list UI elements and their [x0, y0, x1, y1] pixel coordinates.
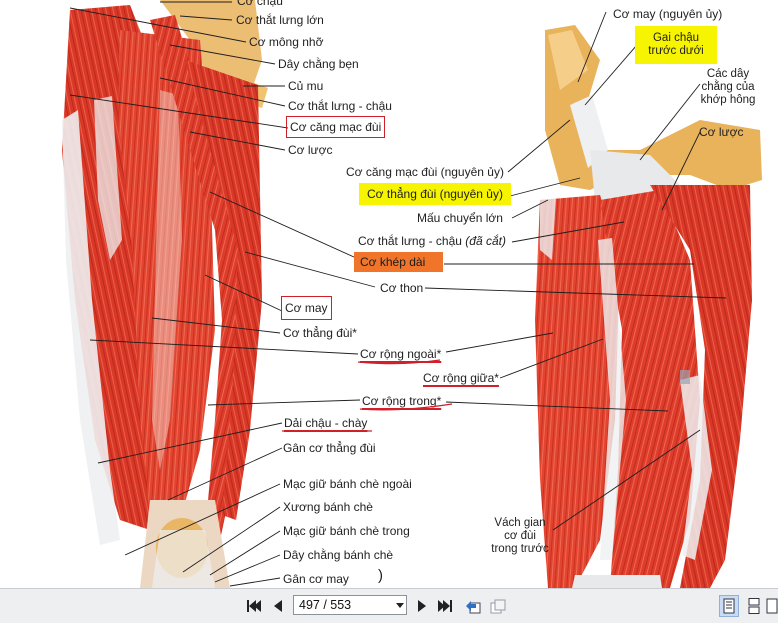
label-co-cang-mac-dui: Cơ căng mạc đùi: [286, 116, 386, 138]
prev-page-button[interactable]: [270, 596, 286, 616]
label-co-that-lung-chau: Cơ thắt lưng - chậu: [288, 99, 392, 113]
handwritten-paren-mark: ): [378, 567, 383, 584]
prev-page-icon: [274, 600, 282, 612]
label-vach-gian-line2: cơ đùi: [504, 530, 536, 542]
label-co-chau: Cơ chậu: [237, 0, 283, 8]
page-number-field[interactable]: 497 / 553: [293, 595, 407, 615]
label-co-may: Cơ may: [281, 296, 332, 320]
label-vach-gian-co-dui: Vách gian cơ đùi trong trước: [484, 517, 556, 556]
label-co-that-lung-chau-main: Cơ thắt lưng - chậu: [358, 234, 466, 248]
next-page-icon: [418, 600, 426, 612]
label-cac-day-line1: Các dây: [706, 68, 750, 80]
label-gan-co-may: Gân cơ may: [283, 572, 349, 586]
label-gai-chau-truoc-duoi: Gai chậu trước dưới: [635, 26, 717, 64]
label-gai-chau-line2: trước dưới: [648, 45, 704, 57]
label-xuong-banh-che: Xương bánh chè: [283, 500, 373, 514]
chevron-down-icon[interactable]: [394, 596, 406, 614]
label-co-may-nguyen-uy: Cơ may (nguyên ủy): [613, 7, 723, 21]
continuous-view-icon: [748, 598, 760, 614]
facing-view-button[interactable]: [765, 595, 778, 617]
label-co-thang-dui: Cơ thẳng đùi*: [283, 326, 357, 340]
single-page-view-icon: [723, 598, 735, 614]
page-number-text: 497 / 553: [299, 598, 352, 612]
label-da-cat: (đã cắt): [465, 234, 506, 248]
back-view-button[interactable]: [463, 596, 483, 616]
label-day-chang-banh-che: Dây chằng bánh chè: [283, 548, 394, 562]
label-cac-day-line3: khớp hông: [700, 94, 756, 106]
label-co-thang-dui-nguyen-uy: Cơ thẳng đùi (nguyên ủy): [359, 183, 511, 205]
label-co-luoc: Cơ lược: [288, 143, 333, 157]
label-gan-co-thang-dui: Gân cơ thẳng đùi: [283, 441, 376, 455]
label-co-luoc-right: Cơ lược: [699, 125, 744, 139]
last-page-button[interactable]: [436, 596, 454, 616]
first-page-button[interactable]: [245, 596, 263, 616]
last-page-icon: [438, 600, 452, 612]
label-cac-day-line2: chằng của: [701, 81, 755, 93]
thigh-muscles-illustration: [62, 0, 762, 588]
label-co-that-lung-lon: Cơ thắt lưng lớn: [236, 13, 324, 27]
continuous-view-button[interactable]: [744, 595, 764, 617]
next-page-button[interactable]: [414, 596, 430, 616]
label-mac-giu-banh-che-trong: Mạc giữ bánh chè trong: [283, 524, 410, 538]
right-thigh-figure: [535, 25, 762, 588]
forward-view-icon: [490, 599, 506, 614]
leader-lines: [69, 1, 727, 587]
label-co-that-lung-chau-da-cat: Cơ thắt lưng - chậu (đã cắt): [358, 234, 506, 248]
label-mau-chuyen-lon: Mấu chuyển lớn: [417, 211, 503, 225]
label-co-rong-trong: Cơ rộng trong*: [362, 394, 442, 408]
forward-view-button[interactable]: [488, 596, 508, 616]
label-vach-gian-line1: Vách gian: [494, 517, 546, 529]
label-gai-chau-line1: Gai chậu: [652, 32, 700, 44]
label-dai-chau-chay: Dải chậu - chày: [284, 416, 368, 430]
document-page: Cơ chậu Cơ thắt lưng lớn Cơ mông nhỡ Dây…: [62, 0, 762, 588]
label-co-khep-dai: Cơ khép dài: [354, 252, 443, 272]
label-co-mong-nho: Cơ mông nhỡ: [249, 35, 324, 49]
label-vach-gian-line3: trong trước: [491, 543, 549, 555]
pdf-navigation-toolbar: 497 / 553: [0, 588, 778, 623]
single-page-view-button[interactable]: [719, 595, 739, 617]
label-day-chang-ben: Dây chằng bẹn: [278, 57, 359, 71]
first-page-icon: [247, 600, 261, 612]
label-co-cang-mac-dui-nguyen-uy: Cơ căng mạc đùi (nguyên ủy): [346, 165, 504, 179]
left-thigh-figure: [62, 0, 268, 588]
label-co-rong-ngoai: Cơ rộng ngoài*: [360, 347, 442, 361]
facing-view-icon: [766, 598, 777, 614]
label-cac-day-chang: Các dây chằng của khớp hông: [696, 68, 760, 107]
label-co-rong-giua: Cơ rộng giữa*: [423, 371, 499, 385]
back-view-icon: [466, 601, 481, 614]
label-mac-giu-banh-che-ngoai: Mạc giữ bánh chè ngoài: [283, 477, 412, 491]
label-co-thon: Cơ thon: [380, 281, 424, 295]
label-cu-mu: Củ mu: [288, 79, 324, 93]
